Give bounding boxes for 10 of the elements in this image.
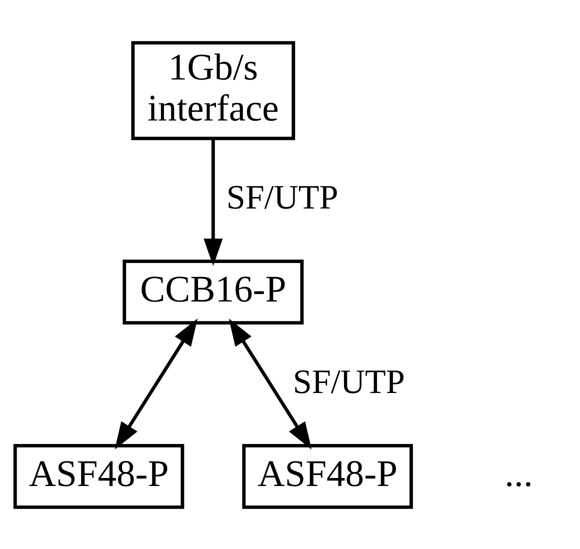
arrow xyxy=(228,318,312,449)
node-box: 1Gb/s interface xyxy=(131,40,296,140)
node-box: CCB16-P xyxy=(122,259,304,324)
edge-label: SF/UTP xyxy=(226,178,338,216)
edge-label: SF/UTP xyxy=(292,363,405,400)
label: ... xyxy=(504,454,533,495)
arrow xyxy=(114,318,198,449)
node-box: ASF48-P xyxy=(13,444,184,508)
node-box: ASF48-P xyxy=(242,444,413,508)
arrow xyxy=(204,138,223,266)
